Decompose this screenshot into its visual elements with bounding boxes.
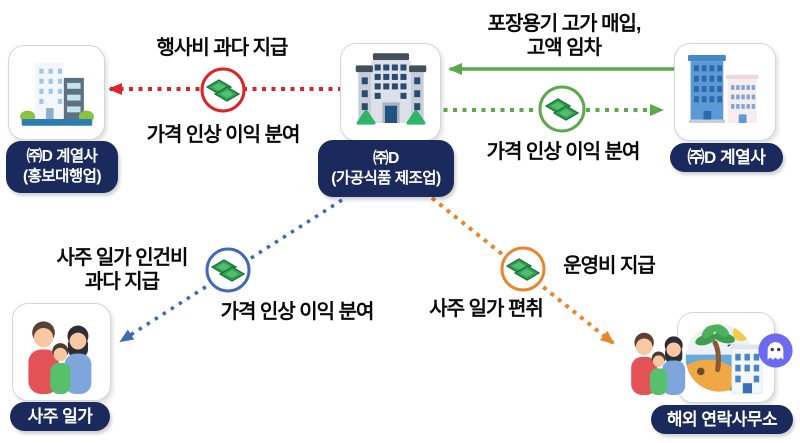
flow-label-line: 고액 임차 — [526, 37, 602, 59]
entity-card-main-company — [340, 43, 441, 141]
ghost-icon — [758, 333, 793, 368]
entity-card-owner-family — [12, 303, 111, 401]
flow-label-line: 사주 일가 인건비 — [56, 247, 189, 269]
flow-label-packaging: 포장용기 고가 매입, 고액 임차 — [487, 12, 642, 60]
flow-label-line: 과다 지급 — [84, 271, 160, 293]
flow-label-line: 포장용기 고가 매입, — [487, 13, 642, 35]
family-small-icon — [631, 332, 686, 395]
entity-card-promo-affiliate — [8, 45, 105, 140]
money-badge-red — [200, 67, 246, 113]
entity-label-overseas-office: 해외 연락사무소 — [651, 405, 793, 434]
flow-label-operating: 운영비 지급 — [563, 255, 656, 277]
flow-label-payroll: 사주 일가 인건비 과다 지급 — [56, 246, 189, 294]
office-buildings-icon — [19, 62, 94, 126]
headquarters-building-icon — [355, 53, 426, 125]
flow-label-operating-sub: 사주 일가 편취 — [429, 298, 544, 320]
flow-label-packaging-sub: 가격 인상 이익 분여 — [486, 141, 641, 163]
island-scene-icon — [685, 323, 764, 394]
flow-label-event-fee: 행사비 과다 지급 — [156, 37, 289, 59]
flow-label-payroll-sub: 가격 인상 이익 분여 — [220, 301, 375, 323]
entity-card-affiliate — [674, 43, 776, 141]
entity-label-line: (홍보대행업) — [22, 168, 102, 185]
two-buildings-icon — [688, 55, 759, 123]
entity-card-overseas-office — [677, 312, 775, 403]
entity-label-line: 해외 연락사무소 — [666, 409, 778, 429]
entity-label-owner-family: 사주 일가 — [10, 402, 110, 431]
entity-label-line: ㈜D 계열사 — [687, 147, 766, 167]
money-badge-orange — [500, 246, 546, 292]
entity-label-line: (가공식품 제조업) — [331, 169, 441, 187]
entity-label-main-company: ㈜D (가공식품 제조업) — [318, 140, 454, 197]
entity-label-line: ㈜D — [373, 149, 399, 167]
flow-label-event-fee-sub: 가격 인상 이익 분여 — [146, 124, 301, 146]
entity-label-line: ㈜D 계열사 — [26, 148, 98, 166]
entity-label-line: 사주 일가 — [27, 406, 93, 426]
entity-label-affiliate: ㈜D 계열사 — [670, 143, 783, 172]
family-icon — [27, 321, 91, 394]
money-badge-green — [538, 85, 586, 133]
entity-label-promo-affiliate: ㈜D 계열사 (홍보대행업) — [6, 141, 118, 193]
money-badge-blue — [205, 247, 251, 293]
